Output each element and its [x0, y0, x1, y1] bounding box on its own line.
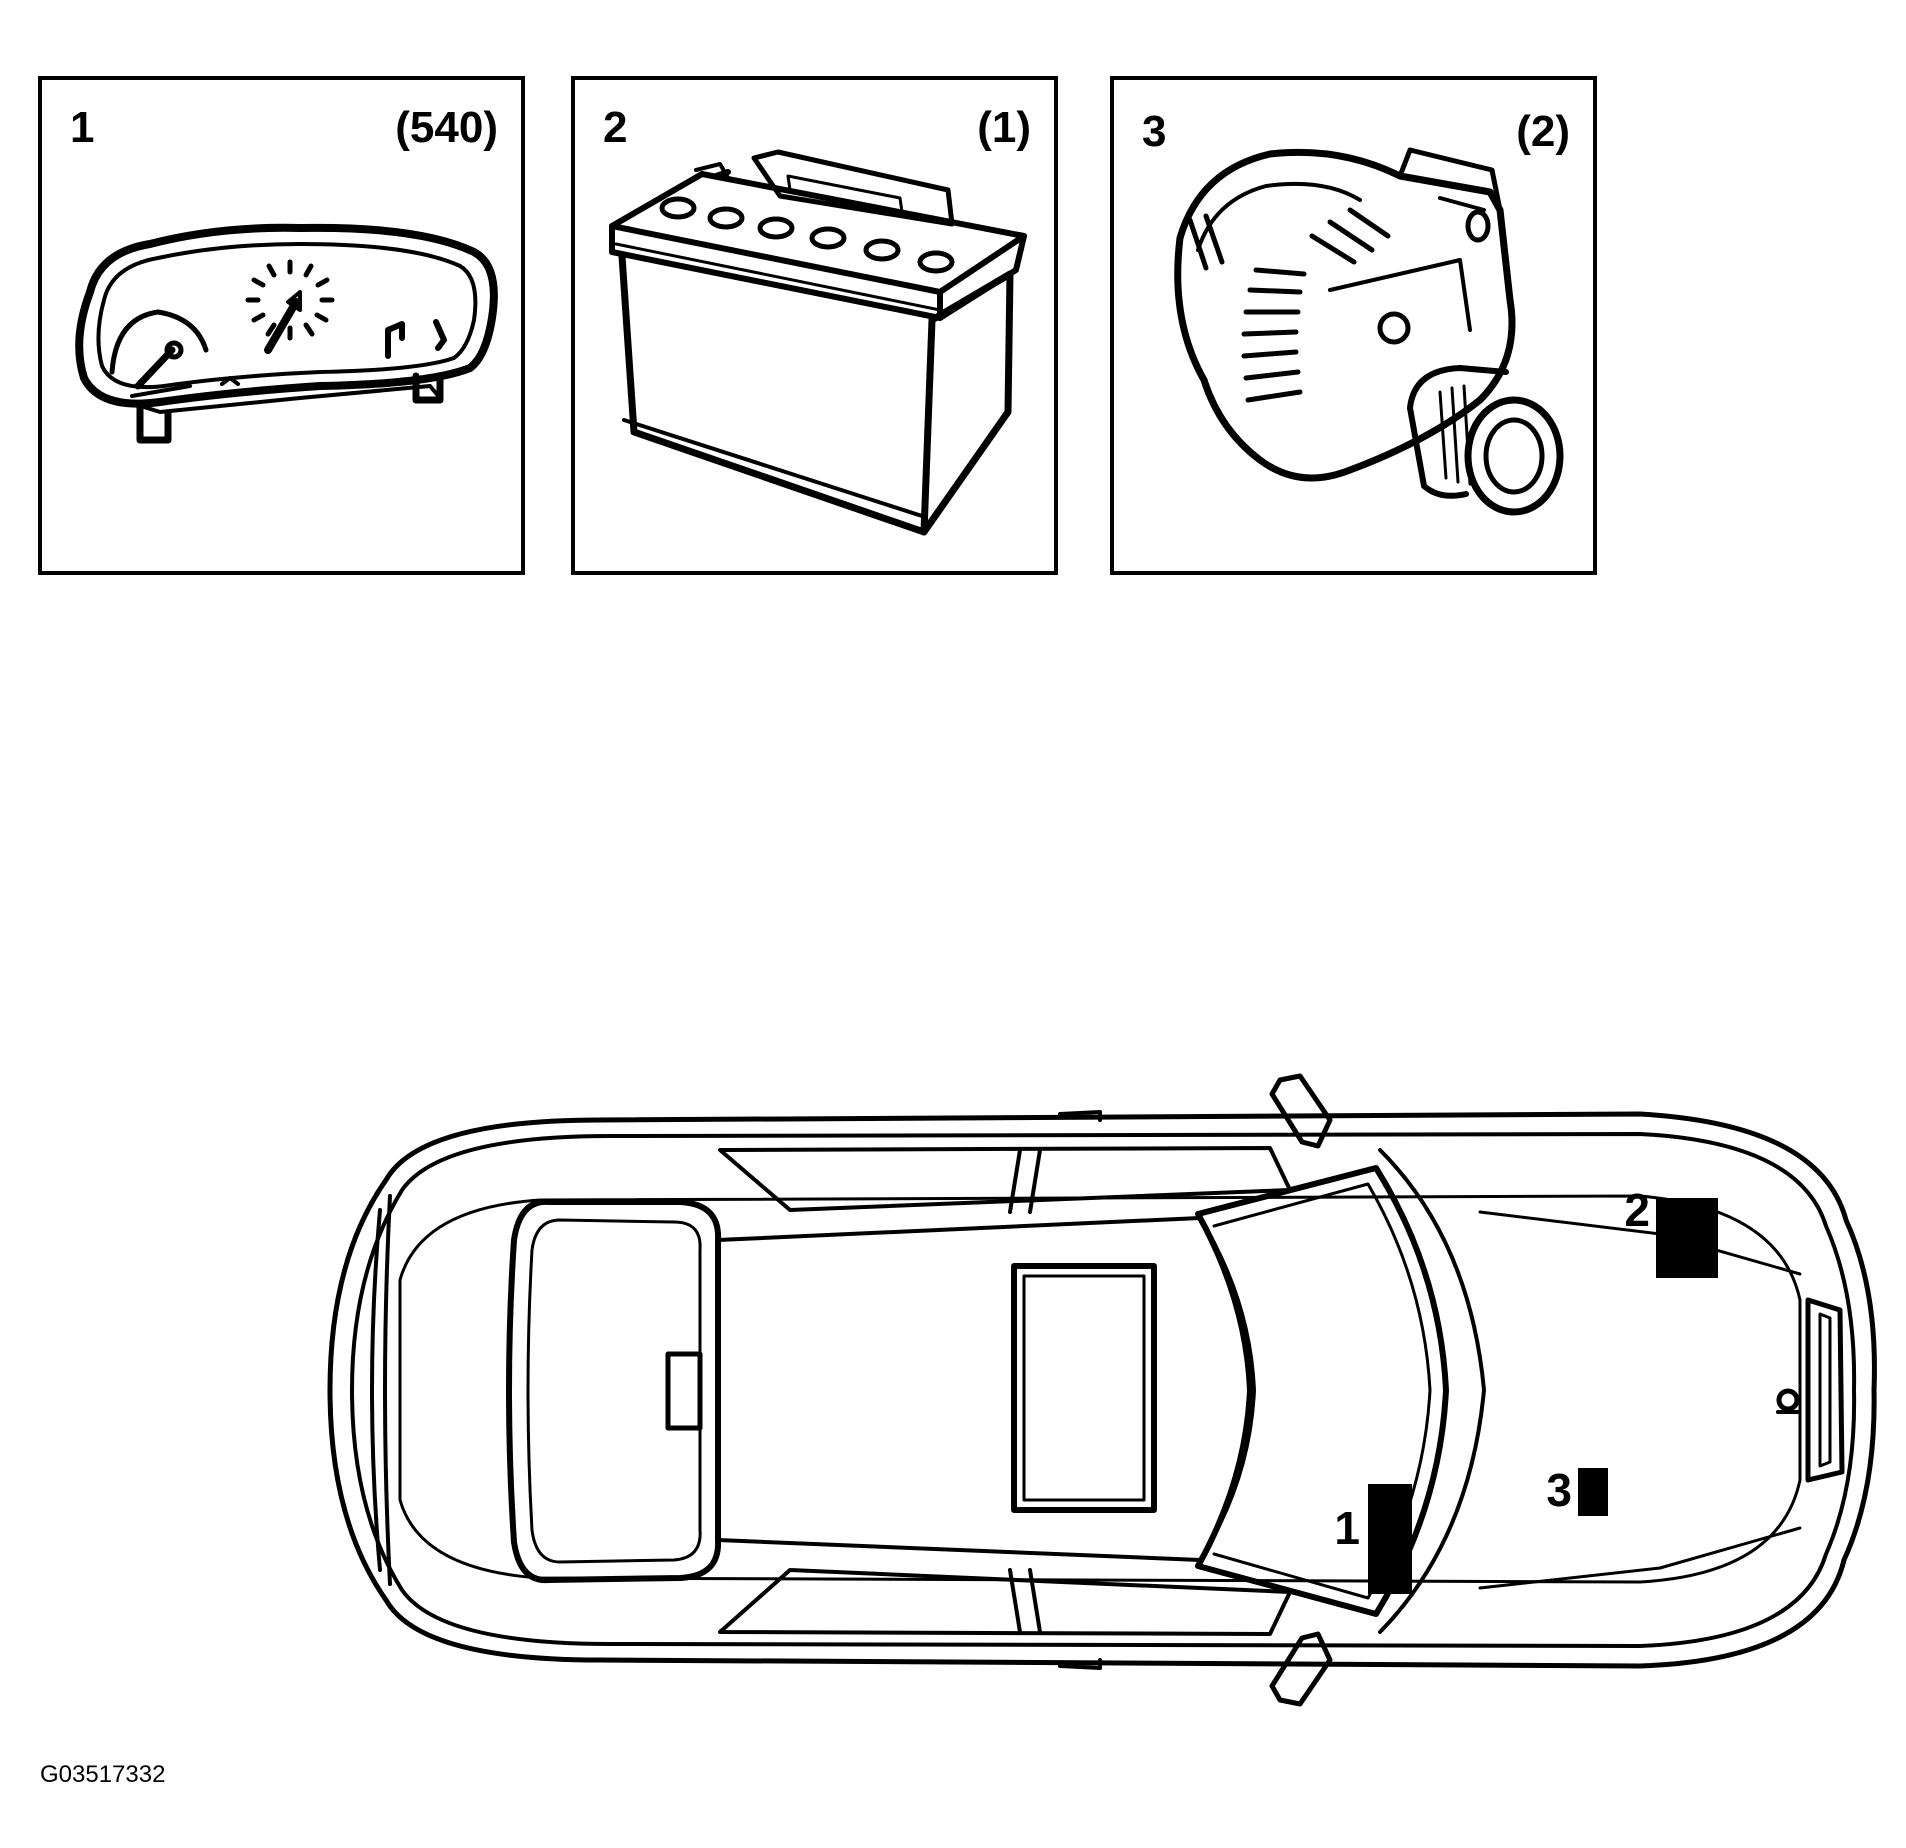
location-marker-1: 1: [1334, 1484, 1412, 1594]
location-marker-2: 2: [1624, 1184, 1718, 1278]
location-marker-3: 3: [1546, 1464, 1608, 1516]
marker-2-label: 2: [1624, 1184, 1650, 1236]
marker-1-label: 1: [1334, 1502, 1360, 1554]
instrument-cluster-icon: [75, 223, 498, 444]
figure-id: G03517332: [40, 1761, 165, 1788]
vehicle-top-view: [327, 1073, 1877, 1707]
panel-3-number: 3: [1142, 107, 1166, 156]
component-panel-1: 1 (540): [38, 76, 525, 575]
battery-icon: [609, 149, 1027, 536]
panel-1-number: 1: [70, 103, 94, 152]
component-panel-3: 3 (2): [1110, 76, 1597, 575]
panel-2-number: 2: [603, 103, 627, 152]
marker-3-label: 3: [1546, 1464, 1572, 1516]
alternator-icon: [1174, 147, 1564, 516]
panel-3-quantity: (2): [1516, 107, 1570, 156]
panel-2-quantity: (1): [977, 103, 1031, 152]
panel-1-quantity: (540): [395, 103, 498, 152]
component-panel-2: 2 (1): [571, 76, 1058, 575]
